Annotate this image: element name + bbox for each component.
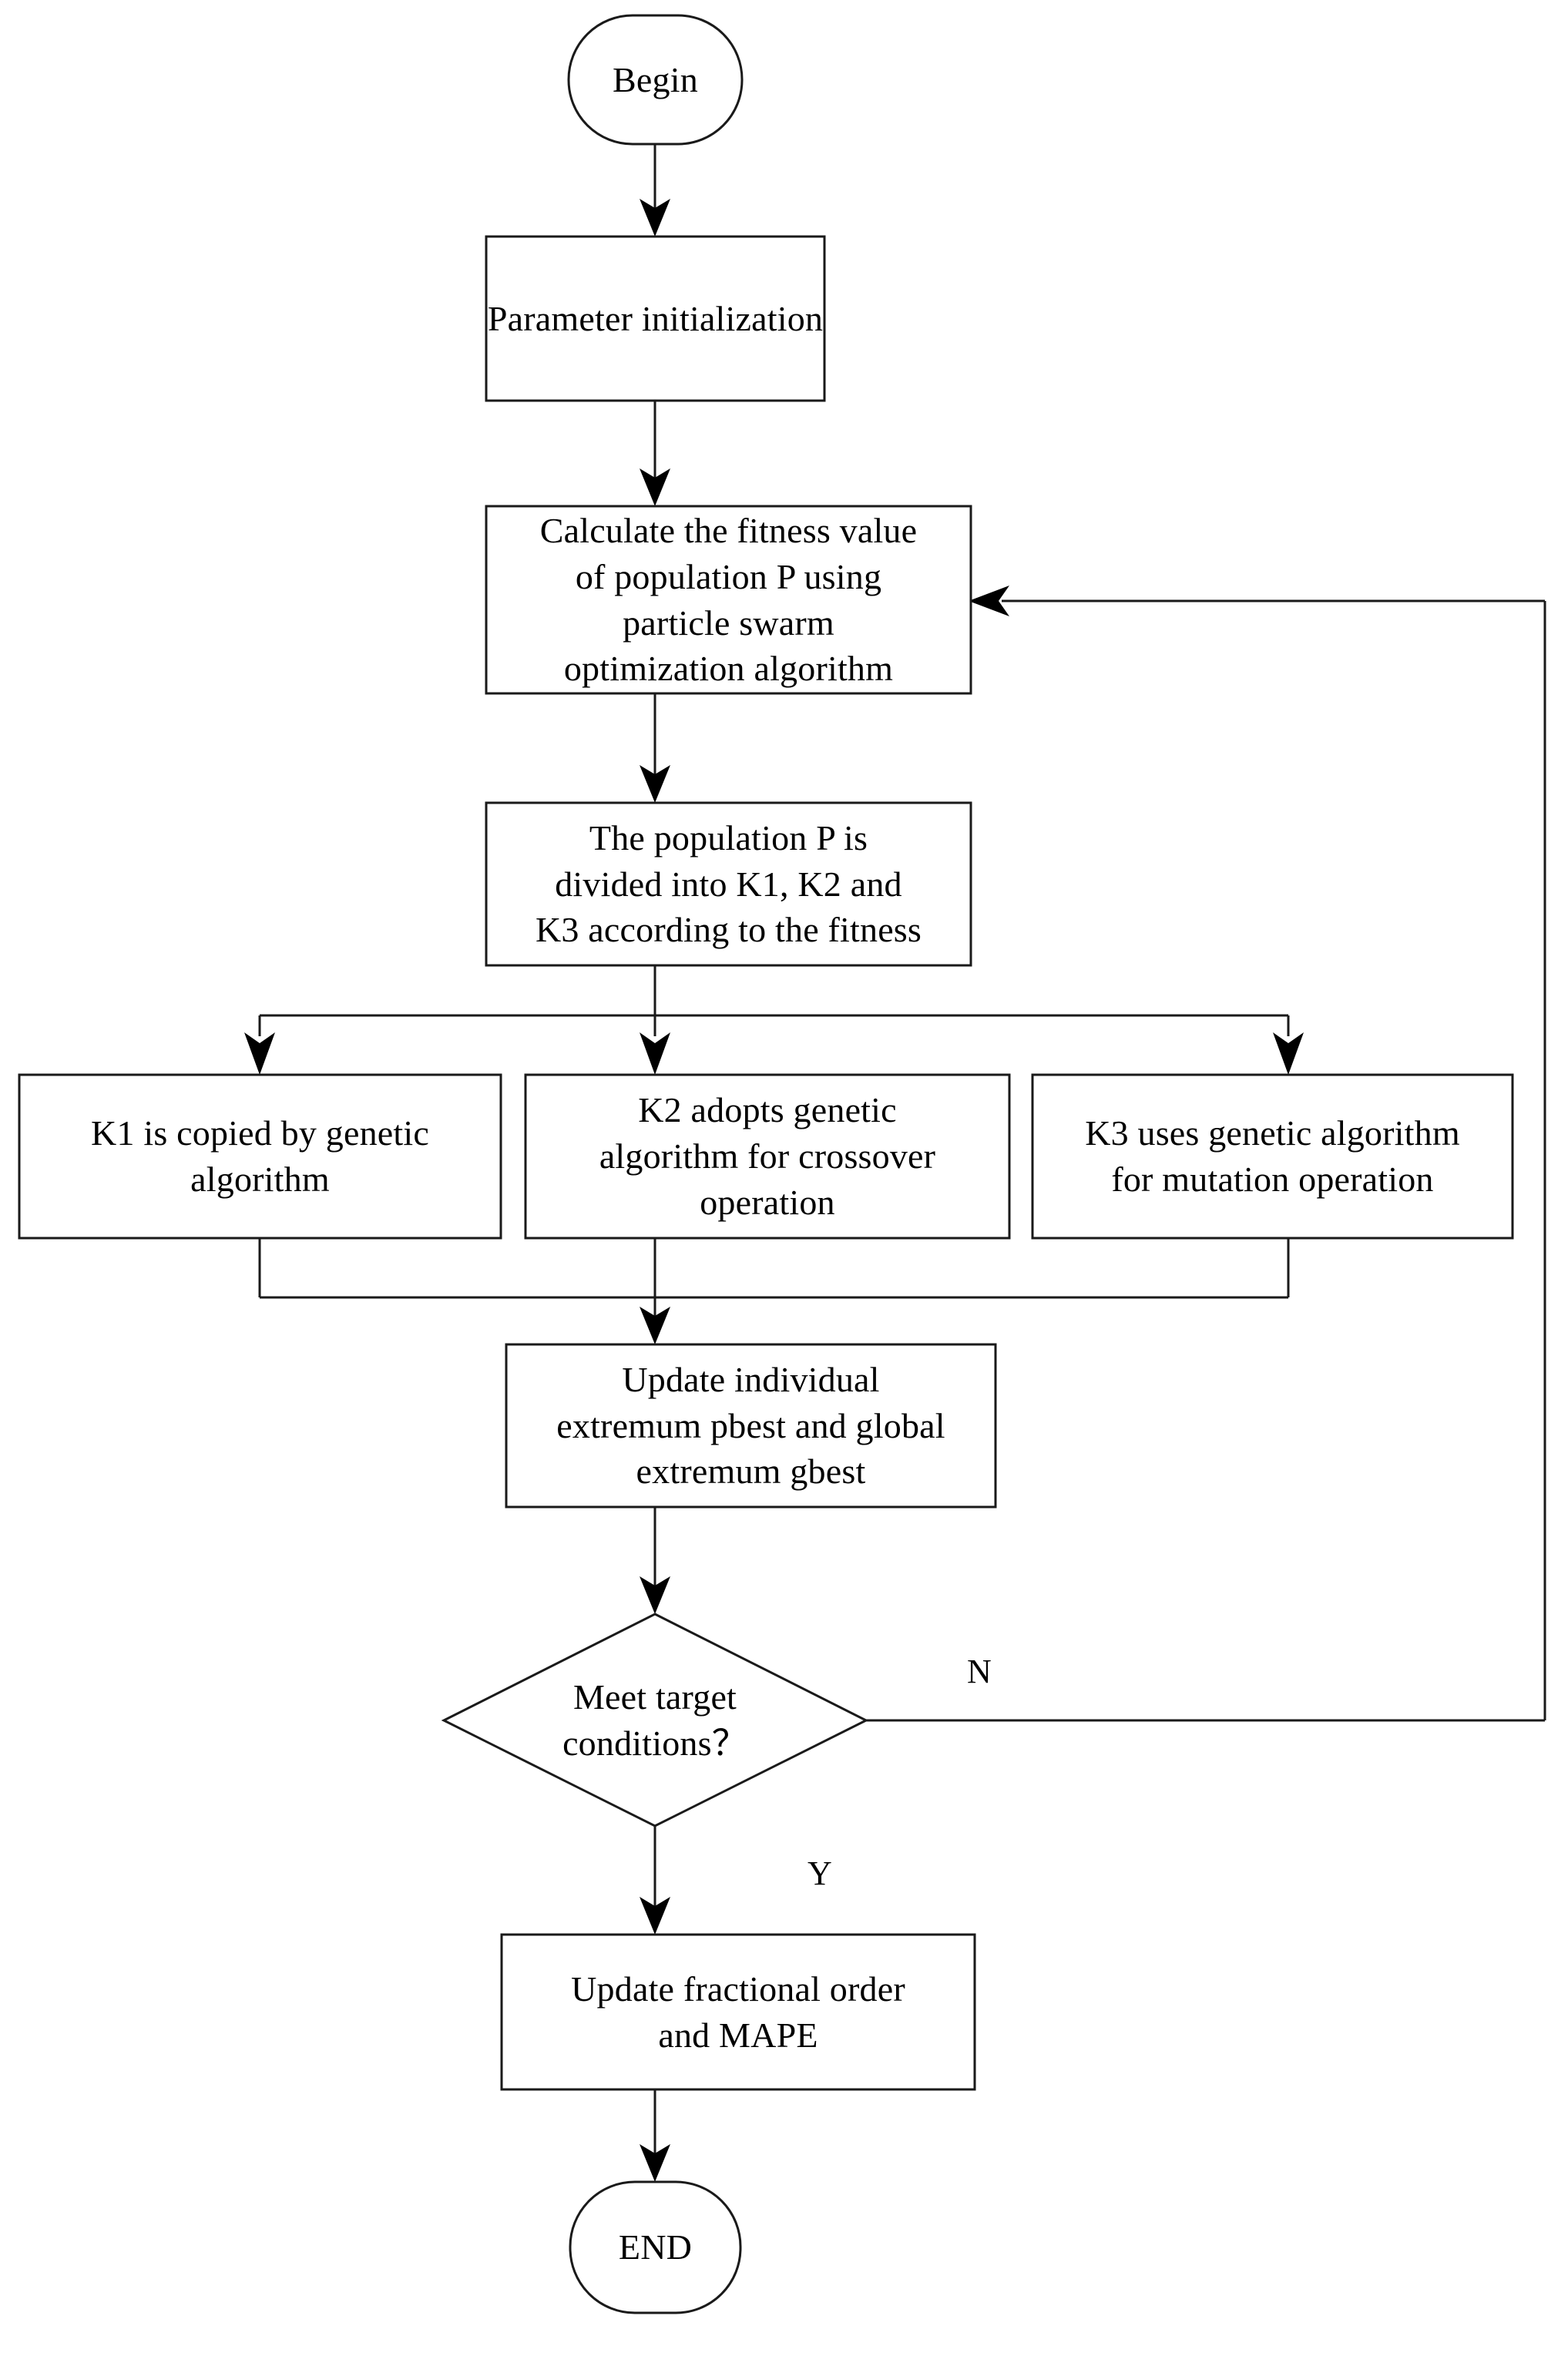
node-shape-fitness[interactable] (485, 505, 972, 695)
arrowhead-k1 (244, 1032, 275, 1075)
node-shape-update-order[interactable] (500, 1933, 976, 2091)
edge-label-no: N (967, 1653, 992, 1690)
node-shape-decision[interactable] (441, 1613, 869, 1827)
node-shape-param-init[interactable] (485, 235, 826, 402)
connector-layer (244, 144, 1546, 2182)
node-shape-k2[interactable] (524, 1073, 1011, 1240)
node-shape-begin[interactable] (567, 14, 744, 146)
arrowhead-k3 (1273, 1032, 1304, 1075)
node-shape-layer (18, 14, 1514, 2314)
arrowhead-update-order (640, 1897, 670, 1935)
arrowhead-k2 (640, 1032, 670, 1075)
arrowhead-param-init (640, 199, 670, 237)
node-shape-divide[interactable] (485, 801, 972, 967)
node-shape-k1[interactable] (18, 1073, 502, 1240)
arrowhead-fitness (640, 468, 670, 506)
arrowhead-end (640, 2144, 670, 2182)
node-shape-update-extremum[interactable] (505, 1343, 997, 1509)
arrowhead-divide (640, 765, 670, 803)
edge-label-yes: Y (808, 1854, 832, 1892)
node-shape-end[interactable] (569, 2180, 742, 2314)
arrowhead-update-extremum (640, 1307, 670, 1344)
arrowhead-fitness-feedback (969, 586, 1009, 616)
arrowhead-decision (640, 1576, 670, 1614)
node-shape-k3[interactable] (1031, 1073, 1514, 1240)
